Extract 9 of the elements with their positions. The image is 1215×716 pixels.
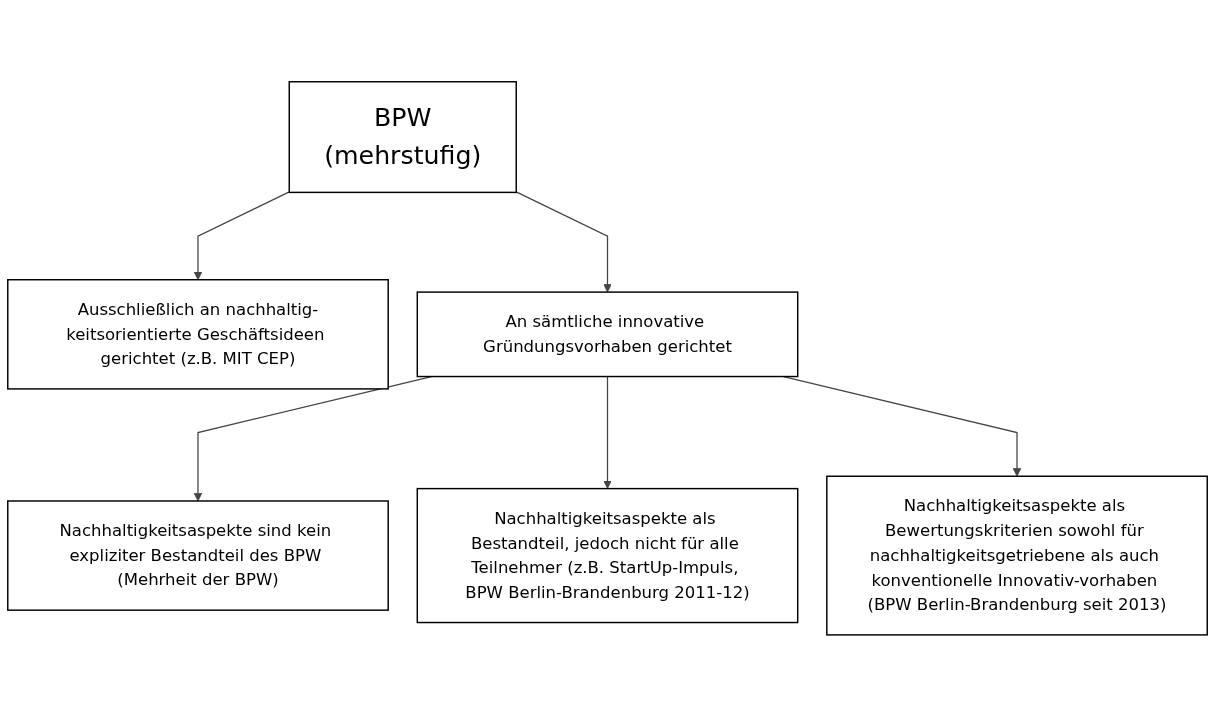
node-box: Nachhaltigkeitsaspekte als Bewertungskriterien sowohl für nachhaltigkeitsgetriebene als auch konventionelle Innovativ-vorhaben (BPW Berlin-Brandenburg seit 2013) — [826, 475, 1208, 636]
node-box: BPW (mehrstufig) — [288, 80, 517, 193]
node-box: Nachhaltigkeitsaspekte als Bestandteil, jedoch nicht für alle Teilnehmer (z.B. StartUp-Impuls, BPW Berlin-Brandenburg 2011-12) — [416, 487, 799, 623]
node-box: Nachhaltigkeitsaspekte sind kein expliziter Bestandteil des BPW (Mehrheit der BPW) — [7, 499, 389, 611]
arrow — [193, 190, 290, 280]
node-box: An sämtliche innovative Gründungsvorhaben gerichtet — [416, 291, 799, 377]
arrow — [603, 375, 612, 489]
node-box: Ausschließlich an nachhaltig-keitsorientierte Geschäftsideen gerichtet (z.B. MIT CEP) — [7, 278, 389, 390]
arrow — [515, 190, 612, 293]
